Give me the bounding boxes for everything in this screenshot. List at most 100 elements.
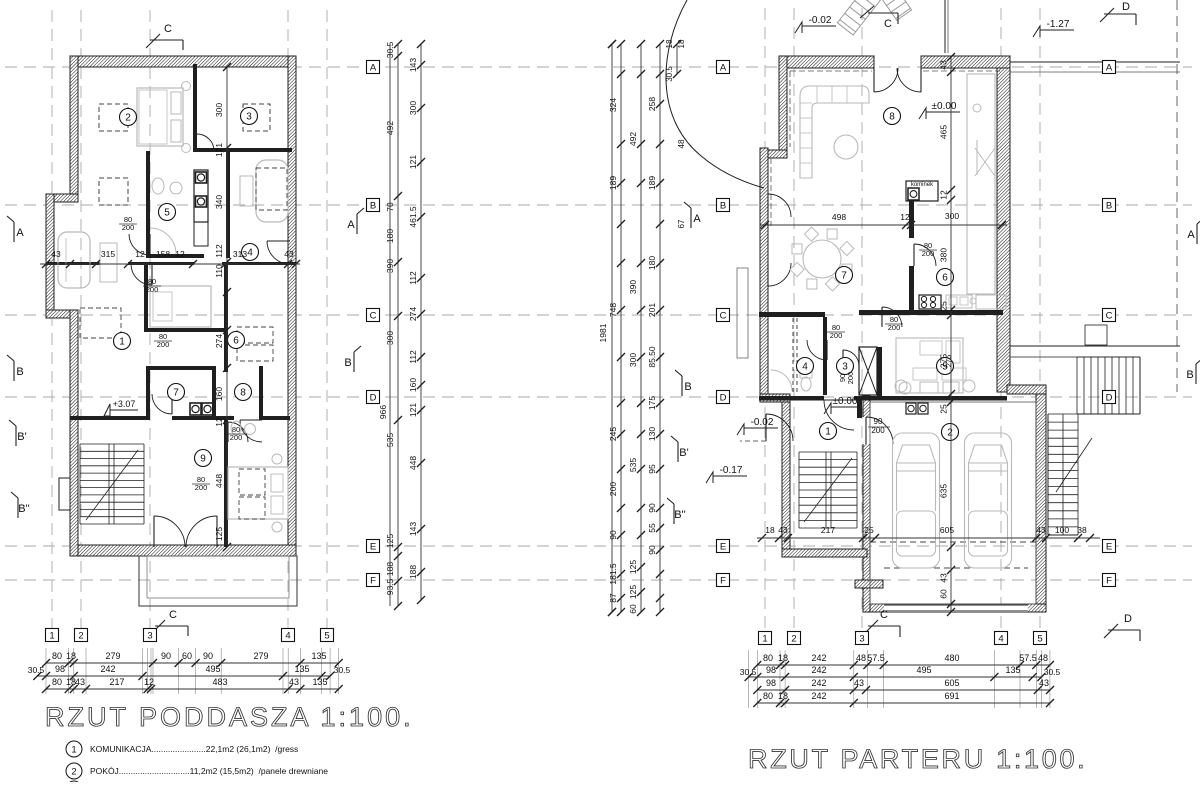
svg-text:3: 3: [842, 362, 848, 373]
svg-text:274: 274: [214, 334, 224, 348]
svg-text:189: 189: [647, 176, 657, 190]
svg-text:8: 8: [240, 388, 246, 399]
svg-text:C: C: [884, 18, 892, 30]
svg-text:495: 495: [916, 665, 931, 675]
svg-text:175: 175: [647, 396, 657, 410]
svg-text:300: 300: [214, 103, 224, 117]
svg-text:201: 201: [647, 303, 657, 317]
svg-text:60: 60: [182, 651, 192, 661]
svg-text:43: 43: [51, 249, 61, 259]
svg-text:12: 12: [144, 677, 154, 687]
svg-text:12: 12: [900, 212, 910, 222]
svg-text:-1.27: -1.27: [1047, 19, 1070, 30]
svg-text:966: 966: [378, 405, 388, 419]
svg-text:C: C: [1106, 311, 1113, 322]
svg-text:B: B: [1106, 201, 1112, 212]
svg-text:130: 130: [647, 427, 657, 441]
svg-text:2: 2: [71, 767, 76, 778]
svg-text:D: D: [1122, 1, 1130, 13]
svg-text:18: 18: [66, 651, 76, 661]
svg-text:635: 635: [939, 484, 949, 498]
svg-text:A: A: [720, 63, 727, 74]
svg-text:217: 217: [821, 525, 835, 535]
svg-text:87: 87: [608, 593, 618, 603]
svg-text:480: 480: [944, 653, 959, 663]
svg-text:38: 38: [1077, 525, 1087, 535]
svg-text:25: 25: [939, 301, 949, 311]
svg-text:300: 300: [628, 353, 638, 367]
svg-text:495: 495: [205, 664, 220, 674]
svg-text:B: B: [684, 381, 691, 393]
svg-text:18: 18: [665, 39, 674, 48]
svg-text:C: C: [169, 609, 177, 621]
svg-text:112: 112: [214, 244, 224, 258]
svg-text:158: 158: [156, 249, 170, 259]
svg-text:43: 43: [854, 678, 864, 688]
svg-text:D: D: [370, 393, 377, 404]
svg-text:12: 12: [214, 417, 224, 427]
svg-text:125: 125: [628, 560, 638, 574]
svg-text:90: 90: [161, 651, 171, 661]
svg-text:135: 135: [311, 651, 326, 661]
svg-text:90: 90: [608, 530, 618, 540]
svg-text:275: 275: [944, 355, 953, 368]
svg-text:691: 691: [944, 691, 959, 701]
svg-text:8: 8: [889, 112, 895, 123]
svg-text:340: 340: [214, 195, 224, 209]
svg-text:RZUT PARTERU 1:100.: RZUT PARTERU 1:100.: [748, 744, 1087, 774]
svg-text:30.5: 30.5: [665, 66, 674, 82]
svg-text:121: 121: [408, 403, 418, 417]
svg-text:1: 1: [71, 745, 76, 756]
svg-text:18: 18: [778, 691, 788, 701]
svg-text:5: 5: [164, 208, 170, 219]
svg-text:98: 98: [55, 664, 65, 674]
svg-text:60: 60: [628, 604, 638, 614]
svg-text:25: 25: [939, 404, 949, 414]
svg-text:4: 4: [285, 631, 290, 642]
svg-text:±0.00: ±0.00: [932, 101, 957, 112]
svg-text:43: 43: [1036, 525, 1046, 535]
svg-text:2: 2: [125, 113, 131, 124]
svg-text:A: A: [693, 213, 701, 225]
svg-text:143: 143: [408, 58, 418, 72]
svg-text:43: 43: [289, 677, 299, 687]
svg-text:A: A: [1187, 229, 1195, 241]
svg-text:C: C: [720, 311, 727, 322]
svg-text:135: 135: [1005, 665, 1020, 675]
svg-text:D: D: [1106, 393, 1113, 404]
svg-text:143: 143: [408, 522, 418, 536]
svg-text:±0.00: ±0.00: [833, 396, 858, 407]
svg-text:1: 1: [119, 337, 125, 348]
svg-text:7: 7: [841, 271, 847, 282]
svg-text:7: 7: [173, 388, 179, 399]
svg-text:1: 1: [762, 634, 767, 645]
svg-text:535: 535: [628, 458, 638, 472]
svg-text:B': B': [17, 431, 26, 443]
svg-text:30.5: 30.5: [740, 667, 757, 677]
svg-text:80: 80: [52, 651, 62, 661]
svg-text:217: 217: [109, 677, 124, 687]
svg-text:F: F: [720, 576, 726, 587]
svg-text:A: A: [1106, 63, 1113, 74]
svg-text:B: B: [720, 201, 726, 212]
svg-text:181.5: 181.5: [608, 563, 618, 585]
svg-text:112: 112: [408, 271, 418, 285]
svg-text:F: F: [1106, 576, 1112, 587]
svg-text:B: B: [16, 366, 23, 378]
svg-text:274: 274: [408, 307, 418, 321]
svg-text:A: A: [347, 219, 355, 231]
svg-text:67: 67: [677, 219, 686, 228]
svg-text:160: 160: [408, 378, 418, 392]
svg-text:135: 135: [294, 664, 309, 674]
svg-text:324: 324: [608, 98, 618, 112]
svg-text:B': B': [679, 447, 688, 459]
svg-text:B: B: [1186, 369, 1193, 381]
svg-text:242: 242: [811, 653, 826, 663]
svg-text:135: 135: [312, 677, 327, 687]
svg-text:12: 12: [135, 249, 145, 259]
svg-text:200: 200: [122, 223, 135, 232]
svg-text:C: C: [164, 23, 172, 35]
svg-text:390: 390: [628, 280, 638, 294]
svg-text:112: 112: [408, 350, 418, 364]
svg-text:18: 18: [765, 525, 775, 535]
